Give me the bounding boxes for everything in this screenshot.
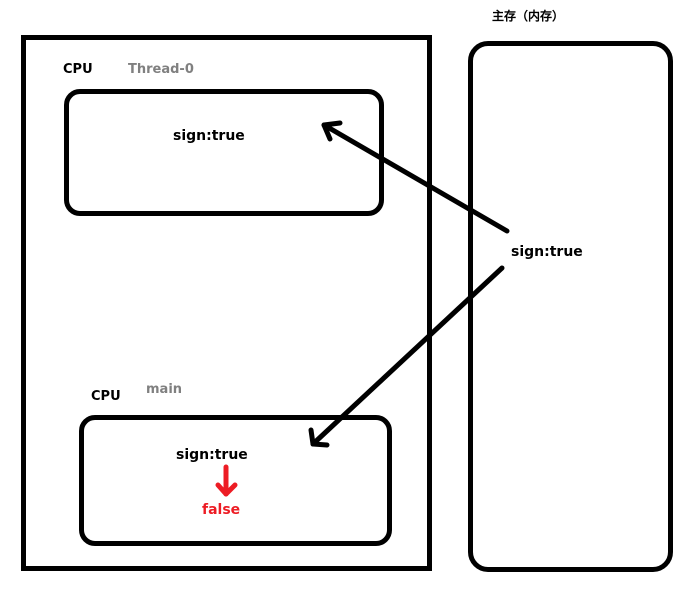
main-cache-box <box>79 415 392 546</box>
cpu-label-bottom: CPU <box>91 389 121 404</box>
main-memory-title: 主存（内存） <box>492 9 565 23</box>
thread0-cache-value: sign:true <box>173 128 245 144</box>
thread-label-main: main <box>146 382 183 397</box>
thread-label-thread0: Thread-0 <box>128 62 194 77</box>
thread0-cache-box <box>64 89 384 216</box>
cpu-label-top: CPU <box>63 62 93 77</box>
main-memory-box <box>468 41 673 572</box>
main-cache-changed-value: false <box>202 502 241 518</box>
memory-variable-value: sign:true <box>511 244 583 260</box>
main-cache-value: sign:true <box>176 447 248 463</box>
